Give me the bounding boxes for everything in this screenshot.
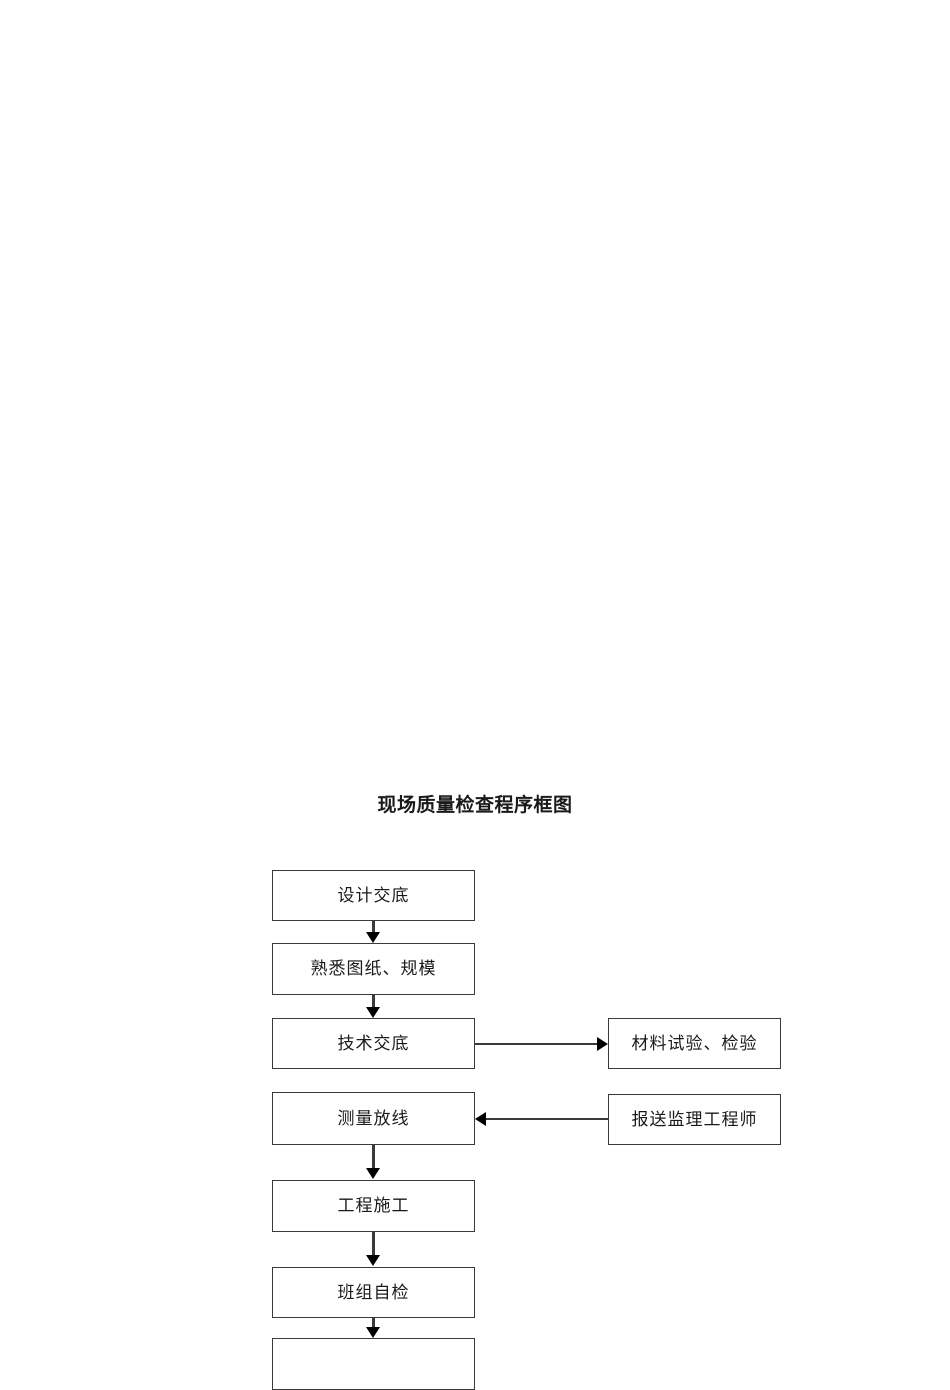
- flow-box-label: 测量放线: [337, 1108, 410, 1128]
- flow-box-side-1: 材料试验、检验: [608, 1018, 781, 1069]
- connector-line-step1-step2: [372, 921, 375, 934]
- page-title: 现场质量检查程序框图: [377, 795, 573, 816]
- arrow-down-icon-step1-step2: [366, 932, 380, 943]
- connector-line-step2-step3: [372, 995, 375, 1007]
- arrow-down-icon-step5-step6: [366, 1255, 380, 1266]
- document-page: 现场质量检查程序框图 设计交底 熟悉图纸、规模 技术交底 测量放线 工程施工 班…: [272, 795, 781, 1390]
- flow-box-label: 设计交底: [337, 885, 410, 905]
- flow-box-label: 班组自检: [337, 1282, 410, 1302]
- flow-box-step-7-clipped: [272, 1338, 475, 1390]
- flow-box-step-5: 工程施工: [272, 1180, 475, 1232]
- flow-box-side-2: 报送监理工程师: [608, 1094, 781, 1145]
- flow-box-label: 工程施工: [337, 1196, 410, 1215]
- arrow-down-icon-step6-step7: [366, 1327, 380, 1338]
- connector-line-step4-step5: [372, 1145, 375, 1169]
- arrow-right-icon-step3-side1: [597, 1037, 608, 1051]
- flow-box-label: 熟悉图纸、规模: [310, 959, 437, 978]
- flow-box-label: 技术交底: [337, 1033, 410, 1053]
- flow-box-step-1: 设计交底: [272, 870, 475, 921]
- arrow-down-icon-step4-step5: [366, 1168, 380, 1179]
- flow-box-label: 材料试验、检验: [631, 1033, 758, 1053]
- connector-line-step5-step6: [372, 1232, 375, 1256]
- flow-box-step-2: 熟悉图纸、规模: [272, 943, 475, 995]
- flow-box-step-3: 技术交底: [272, 1018, 475, 1069]
- connector-line-side2-step4: [486, 1118, 608, 1120]
- flow-box-label: 报送监理工程师: [631, 1109, 758, 1129]
- arrow-down-icon-step2-step3: [366, 1007, 380, 1018]
- arrow-left-icon-side2-step4: [475, 1112, 486, 1126]
- connector-line-step3-side1: [475, 1043, 599, 1045]
- flow-box-step-6: 班组自检: [272, 1267, 475, 1318]
- connector-line-step6-step7: [372, 1318, 375, 1330]
- flow-box-step-4: 测量放线: [272, 1092, 475, 1145]
